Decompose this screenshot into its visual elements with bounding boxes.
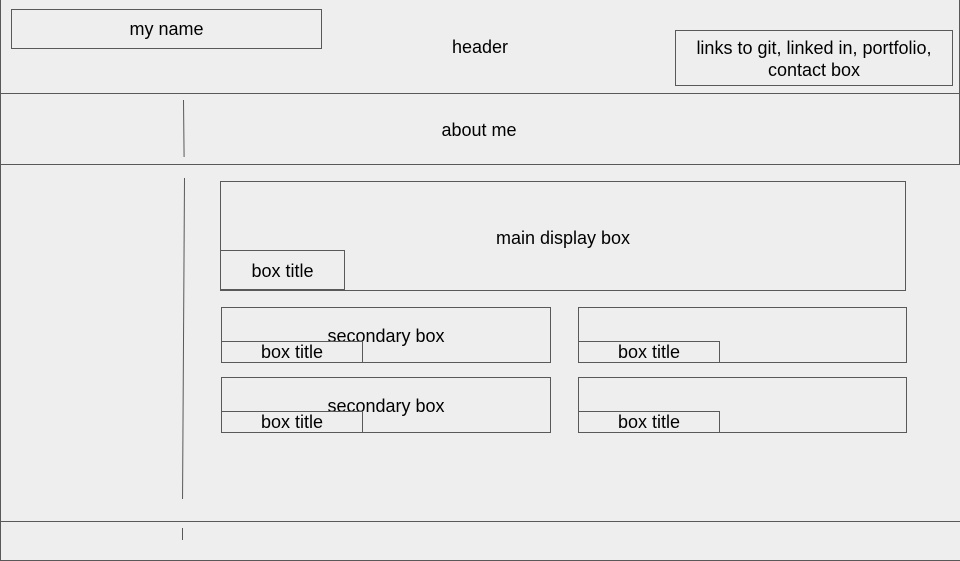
secondary-box-4-title: box title bbox=[578, 411, 720, 433]
secondary-box-2-title: box title bbox=[578, 341, 720, 363]
secondary-box-1-title-label: box title bbox=[260, 342, 324, 362]
main-display-label: main display box bbox=[495, 228, 631, 248]
links-box-line-2: contact box bbox=[767, 60, 861, 80]
footer-section bbox=[0, 521, 960, 561]
main-box-title: box title bbox=[220, 250, 345, 290]
name-box-label: my name bbox=[129, 19, 204, 39]
secondary-box-4-title-label: box title bbox=[617, 412, 681, 432]
main-display-box: main display box bbox=[220, 181, 906, 291]
secondary-box-1-title: box title bbox=[221, 341, 363, 363]
secondary-box-4 bbox=[578, 377, 907, 433]
secondary-box-3-title: box title bbox=[221, 411, 363, 433]
name-box: my name bbox=[11, 9, 322, 49]
footer-divider-line bbox=[182, 528, 183, 540]
secondary-box-2-title-label: box title bbox=[617, 342, 681, 362]
links-contact-box: links to git, linked in, portfolio, cont… bbox=[675, 30, 953, 86]
links-box-line-1: links to git, linked in, portfolio, bbox=[696, 38, 932, 58]
about-label: about me bbox=[441, 120, 517, 140]
secondary-box-2 bbox=[578, 307, 907, 363]
main-box-title-label: box title bbox=[251, 261, 314, 281]
header-label: header bbox=[451, 37, 509, 57]
secondary-box-3-title-label: box title bbox=[260, 412, 324, 432]
